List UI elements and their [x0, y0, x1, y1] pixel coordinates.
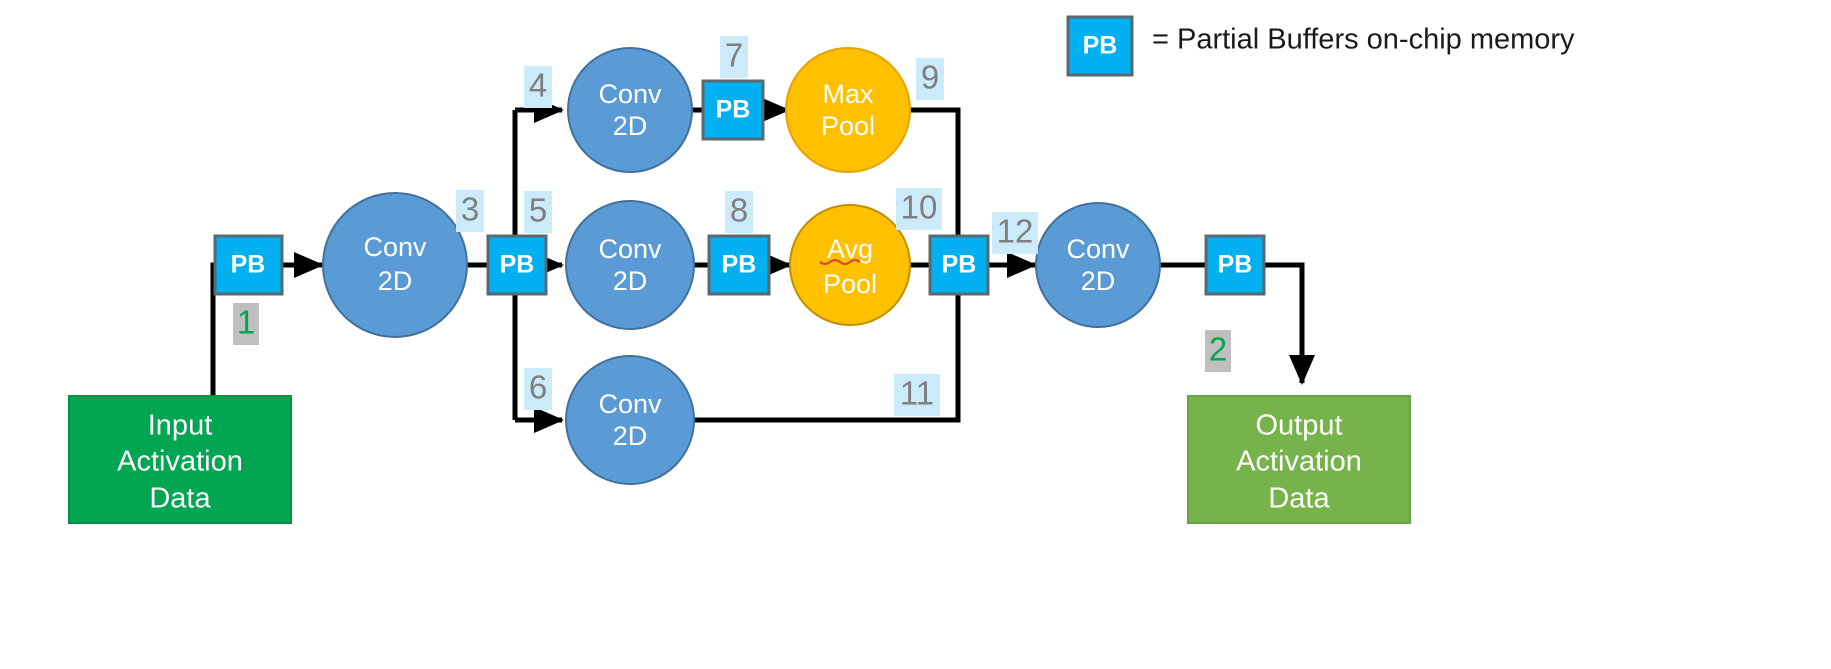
buffer-pb7-label: PB: [716, 96, 751, 124]
node-conv-mid[interactable]: Conv 2D: [565, 200, 695, 330]
io-step-badge-1: 1: [233, 303, 259, 345]
node-max-pool-line-2: Pool: [821, 111, 875, 141]
step-badge-8: 8: [725, 191, 753, 233]
step-badge-4-text: 4: [529, 67, 547, 104]
node-conv-out-line-1: Conv: [1066, 234, 1130, 264]
node-max-pool-line-1: Max: [822, 79, 874, 109]
step-badge-11: 11: [894, 374, 940, 416]
step-badge-8-text: 8: [730, 192, 748, 229]
step-badge-7-text: 7: [725, 37, 743, 74]
node-conv-out[interactable]: Conv 2D: [1035, 202, 1161, 328]
node-conv-mid-line-1: Conv: [598, 234, 662, 264]
node-conv-bot-line-1: Conv: [598, 389, 662, 419]
buffer-pb10[interactable]: PB: [928, 234, 990, 296]
node-avg-pool[interactable]: Avg Pool: [789, 204, 911, 326]
node-conv-top-line-2: 2D: [613, 111, 648, 141]
io-step-badge-2-text: 2: [1209, 331, 1227, 368]
edge-conv-bot-to-pb10: [690, 293, 961, 423]
step-badge-3-text: 3: [461, 191, 479, 228]
buffer-pb8[interactable]: PB: [707, 234, 771, 296]
io-step-badge-2: 2: [1205, 330, 1231, 372]
buffer-pb3-label: PB: [500, 251, 535, 279]
legend-pb-chip-label: PB: [1083, 32, 1118, 60]
node-conv-in[interactable]: Conv 2D: [322, 192, 468, 338]
edge-pb12-to-output: [1263, 262, 1315, 386]
io-step-badge-1-text: 1: [237, 304, 255, 341]
input-block-line-1: Input: [148, 410, 213, 442]
node-conv-mid-line-2: 2D: [613, 266, 648, 296]
input-block-line-3: Data: [149, 483, 211, 515]
buffer-pb1[interactable]: PB: [213, 234, 284, 296]
node-avg-pool-line-2: Pool: [823, 269, 877, 299]
node-max-pool[interactable]: Max Pool: [785, 47, 911, 173]
step-badge-12-text: 12: [997, 213, 1034, 250]
buffer-pb12-label: PB: [1218, 251, 1253, 279]
node-conv-bot[interactable]: Conv 2D: [565, 355, 695, 485]
node-conv-out-line-2: 2D: [1081, 266, 1116, 296]
legend-pb-chip: PB: [1066, 15, 1134, 77]
node-conv-in-line-2: 2D: [378, 266, 413, 296]
edges-layer: [210, 97, 1315, 433]
step-badge-5: 5: [524, 191, 552, 233]
output-block-line-2: Activation: [1236, 446, 1362, 478]
step-badge-12: 12: [992, 212, 1038, 254]
output-block-line-1: Output: [1255, 410, 1342, 442]
node-conv-bot-line-2: 2D: [613, 421, 648, 451]
buffer-pb1-label: PB: [231, 251, 266, 279]
step-badge-3: 3: [456, 190, 484, 232]
node-conv-in-line-1: Conv: [363, 232, 427, 262]
buffer-pb12[interactable]: PB: [1204, 234, 1266, 296]
step-badge-9: 9: [916, 58, 944, 100]
step-badge-4: 4: [524, 66, 552, 108]
step-badge-7: 7: [720, 36, 748, 78]
input-activation-block[interactable]: Input Activation Data: [68, 395, 292, 524]
input-block-line-2: Activation: [117, 446, 243, 478]
step-badge-11-text: 11: [900, 375, 934, 412]
buffer-pb7[interactable]: PB: [701, 79, 765, 141]
output-block-line-3: Data: [1268, 483, 1330, 515]
legend-description: = Partial Buffers on-chip memory: [1152, 24, 1575, 56]
node-conv-top[interactable]: Conv 2D: [567, 47, 693, 173]
node-conv-top-line-1: Conv: [598, 79, 662, 109]
step-badge-10-text: 10: [901, 189, 938, 226]
output-activation-block[interactable]: Output Activation Data: [1187, 395, 1411, 524]
step-badge-6: 6: [524, 368, 552, 410]
spellcheck-squiggle-icon: [819, 259, 861, 265]
legend: PB = Partial Buffers on-chip memory: [1066, 15, 1575, 77]
edge-maxpool-to-pb10: [908, 107, 961, 238]
buffer-pb10-label: PB: [942, 251, 977, 279]
step-badge-5-text: 5: [529, 192, 547, 229]
step-badge-9-text: 9: [921, 59, 939, 96]
buffer-pb8-label: PB: [722, 251, 757, 279]
buffer-pb3[interactable]: PB: [486, 234, 548, 296]
step-badge-6-text: 6: [529, 369, 547, 406]
step-badge-10: 10: [896, 188, 942, 230]
